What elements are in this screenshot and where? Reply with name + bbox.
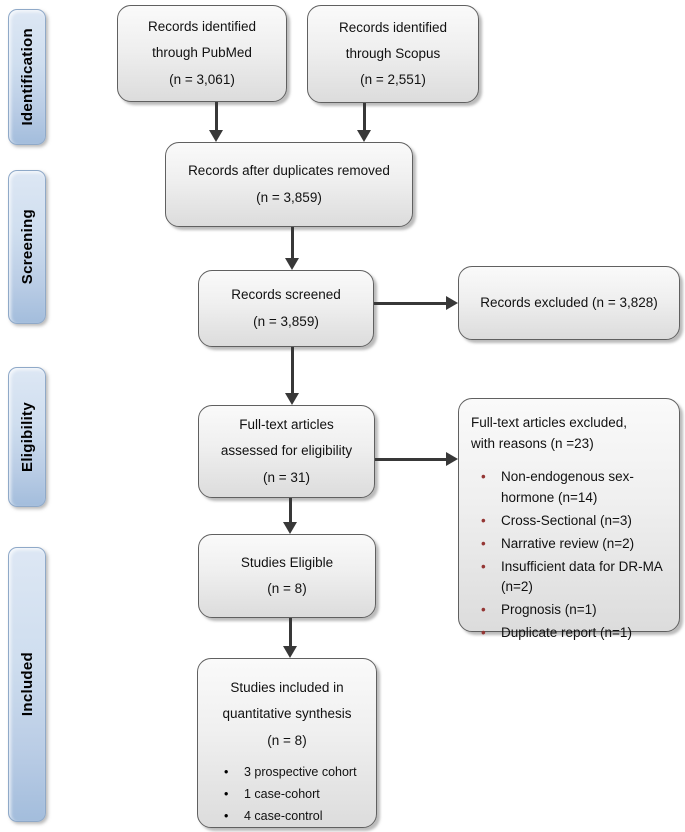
arrow-line [289, 618, 292, 648]
box-fulltext-assessed-line2: assessed for eligibility [220, 443, 353, 459]
stage-bar-included: Included [8, 547, 46, 822]
study-type-list: 3 prospective cohort 1 case-cohort 4 cas… [206, 762, 368, 828]
box-studies-included-count: (n = 8) [267, 732, 307, 748]
stage-label-eligibility: Eligibility [18, 402, 36, 472]
box-duplicates-removed: Records after duplicates removed (n = 3,… [165, 142, 413, 227]
exclusion-reason-item: Prognosis (n=1) [477, 600, 667, 621]
box-studies-included-line2: quantitative synthesis [222, 706, 352, 722]
arrow-head-down-icon [283, 522, 297, 534]
exclusion-reason-item: Insufficient data for DR-MA (n=2) [477, 557, 667, 599]
study-type-item: 1 case-cohort [220, 784, 368, 804]
study-type-item: 4 case-control [220, 806, 368, 826]
box-fulltext-assessed-line1: Full-text articles [239, 417, 334, 433]
box-records-excluded-line1: Records excluded (n = 3,828) [480, 294, 658, 310]
arrow-line [363, 103, 366, 132]
box-records-screened-line1: Records screened [231, 287, 341, 303]
box-studies-eligible-line1: Studies Eligible [240, 554, 334, 570]
box-records-pubmed: Records identified through PubMed (n = 3… [117, 5, 287, 102]
box-records-pubmed-line2: through PubMed [152, 45, 252, 61]
stage-label-screening: Screening [18, 209, 36, 285]
stage-label-identification: Identification [18, 28, 36, 126]
arrow-line [374, 302, 448, 305]
box-studies-eligible-count: (n = 8) [267, 581, 307, 596]
exclusion-reason-item: Non-endogenous sex-hormone (n=14) [477, 467, 667, 509]
arrow-head-down-icon [357, 130, 371, 142]
arrow-head-down-icon [285, 258, 299, 270]
exclusion-reason-item: Duplicate report (n=1) [477, 623, 667, 644]
stage-label-included: Included [18, 652, 36, 717]
stage-bar-screening: Screening [8, 170, 46, 324]
box-records-excluded: Records excluded (n = 3,828) [458, 266, 680, 340]
box-records-scopus-count: (n = 2,551) [360, 72, 426, 88]
arrow-line [215, 102, 218, 132]
box-duplicates-removed-line1: Records after duplicates removed [188, 163, 390, 179]
box-studies-eligible: Studies Eligible (n = 8) [198, 534, 376, 618]
box-duplicates-removed-count: (n = 3,859) [256, 189, 322, 205]
arrow-line [291, 227, 294, 260]
exclusion-reason-list: Non-endogenous sex-hormone (n=14) Cross-… [471, 467, 667, 646]
box-records-screened: Records screened (n = 3,859) [198, 270, 374, 347]
stage-bar-identification: Identification [8, 9, 46, 145]
arrow-head-right-icon [446, 452, 458, 466]
box-records-scopus: Records identified through Scopus (n = 2… [307, 5, 479, 103]
box-studies-included-line1: Studies included in [230, 680, 344, 695]
box-records-pubmed-count: (n = 3,061) [169, 71, 235, 87]
arrow-head-down-icon [209, 130, 223, 142]
stage-bar-eligibility: Eligibility [8, 367, 46, 507]
exclusion-reason-item: Cross-Sectional (n=3) [477, 511, 667, 532]
box-records-screened-count: (n = 3,859) [253, 313, 319, 329]
arrow-head-down-icon [285, 393, 299, 405]
box-fulltext-excluded-heading1: Full-text articles excluded, [471, 415, 628, 430]
box-records-pubmed-line1: Records identified [147, 19, 257, 35]
box-studies-included: Studies included in quantitative synthes… [197, 658, 377, 828]
arrow-line [291, 347, 294, 395]
box-fulltext-assessed-count: (n = 31) [263, 469, 310, 485]
arrow-line [289, 498, 292, 524]
study-type-item: 3 prospective cohort [220, 762, 368, 782]
arrow-line [375, 458, 448, 461]
box-fulltext-assessed: Full-text articles assessed for eligibil… [198, 405, 375, 498]
arrow-head-right-icon [446, 296, 458, 310]
box-fulltext-excluded: Full-text articles excluded, with reason… [458, 398, 680, 644]
box-records-scopus-line2: through Scopus [345, 45, 441, 61]
box-fulltext-excluded-heading2: with reasons (n =23) [471, 435, 594, 451]
box-records-scopus-line1: Records identified [338, 19, 448, 35]
arrow-head-down-icon [283, 646, 297, 658]
exclusion-reason-item: Narrative review (n=2) [477, 534, 667, 555]
